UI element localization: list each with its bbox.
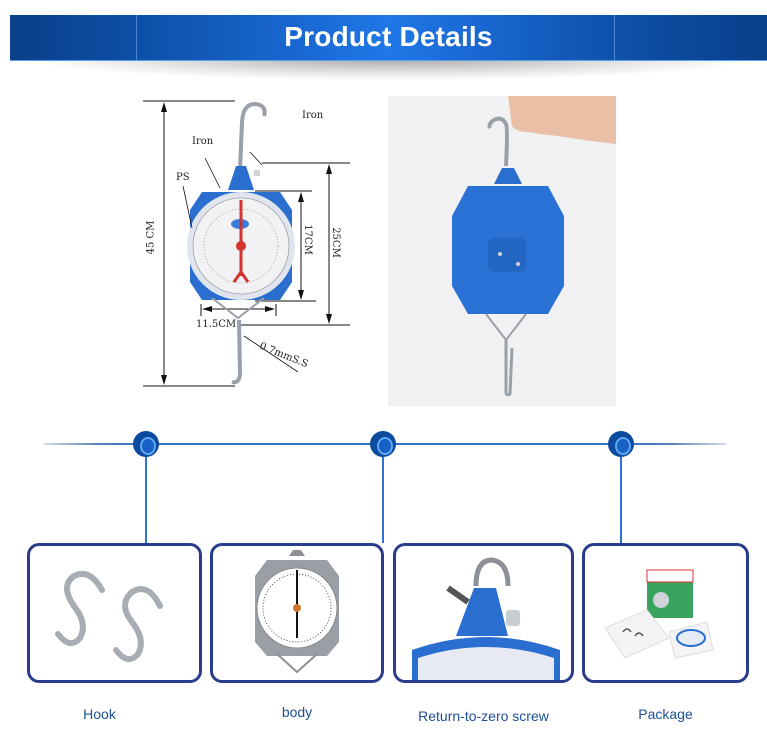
label-height-body: 25CM bbox=[329, 227, 341, 258]
label-iron-top: Iron bbox=[302, 110, 324, 121]
feature-label-hook: Hook bbox=[83, 706, 116, 722]
header-banner: Product Details bbox=[10, 15, 767, 61]
timeline-node bbox=[133, 431, 159, 457]
s-hooks-icon bbox=[55, 570, 163, 663]
banner-divider bbox=[614, 15, 615, 61]
zero-screw-icon bbox=[412, 557, 560, 680]
label-width: 11.5CM bbox=[196, 319, 237, 330]
feature-label-body: body bbox=[281, 704, 313, 720]
feature-label-package: Package bbox=[638, 706, 693, 722]
label-ps: PS bbox=[176, 172, 190, 183]
dimension-diagram: Iron Iron PS 45 CM 25CM 17CM 11.5CM 0.7m… bbox=[140, 92, 360, 397]
label-dial-diameter: 17CM bbox=[301, 224, 313, 255]
timeline-node bbox=[370, 431, 396, 457]
label-height-total: 45 CM bbox=[145, 220, 157, 255]
connector-line bbox=[620, 457, 622, 543]
scale-back-photo-icon bbox=[452, 96, 616, 397]
banner-divider bbox=[136, 15, 137, 61]
feature-label-zero-screw: Return-to-zero screw bbox=[418, 708, 549, 724]
dial-body-icon bbox=[255, 550, 339, 674]
feature-card-body bbox=[210, 543, 384, 683]
banner-shadow bbox=[30, 58, 750, 80]
product-photo bbox=[388, 96, 616, 406]
scale-drawing-icon bbox=[143, 100, 350, 387]
feature-card-hook bbox=[27, 543, 202, 683]
feature-card-zero-screw bbox=[393, 543, 574, 683]
feature-card-package bbox=[582, 543, 749, 683]
timeline-node bbox=[608, 431, 634, 457]
connector-line bbox=[145, 457, 147, 545]
package-icon bbox=[604, 569, 714, 659]
connector-line bbox=[382, 457, 384, 543]
label-iron-left: Iron bbox=[192, 136, 214, 147]
page-title: Product Details bbox=[284, 21, 493, 52]
